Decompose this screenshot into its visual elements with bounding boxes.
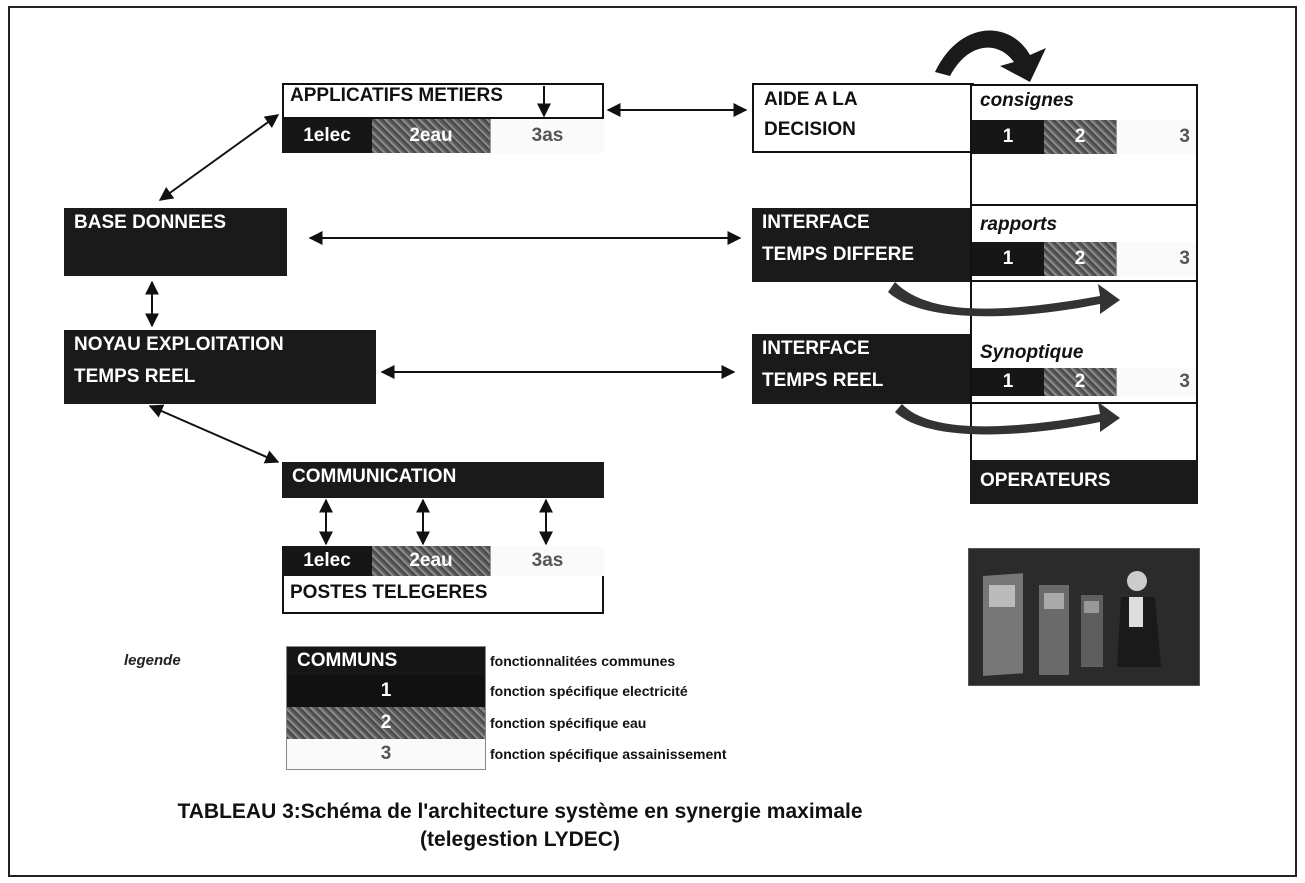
diagram-frame: [8, 6, 1297, 877]
rapports-divider: [972, 204, 1196, 206]
legend-desc-1: fonction spécifique electricité: [490, 683, 688, 699]
postes-cell-eau: 2eau: [372, 546, 490, 576]
synoptique-label: Synoptique: [980, 342, 1084, 363]
operateurs-label: OPERATEURS: [980, 470, 1111, 491]
applicatifs-cells-row: 1elec 2eau 3as: [282, 117, 604, 153]
synoptique-divider: [972, 280, 1196, 282]
interface-temps-differe-box: INTERFACE TEMPS DIFFERE: [752, 208, 974, 282]
postes-cell-as: 3as: [490, 546, 604, 576]
consignes-label: consignes: [980, 90, 1074, 111]
postes-telegeres-box: 1elec 2eau 3as POSTES TELEGERES: [282, 546, 604, 614]
interface-differe-line2: TEMPS DIFFERE: [762, 244, 915, 265]
cell-elec: 1elec: [282, 119, 372, 153]
legend-swatch-communs: COMMUNS: [287, 647, 485, 675]
aide-decision-line2: DECISION: [764, 119, 856, 140]
aide-decision-line1: AIDE A LA: [764, 89, 858, 110]
curved-arrow-top: [935, 30, 1046, 82]
legend-swatches: COMMUNS 1 2 3: [286, 646, 486, 770]
aide-decision-box: AIDE A LA DECISION: [752, 83, 974, 153]
interface-temps-reel-box: INTERFACE TEMPS REEL: [752, 334, 974, 404]
operators-photo-illustration: [969, 549, 1199, 685]
legend-desc-3: fonction spécifique assainissement: [490, 746, 727, 762]
synoptique-bottom-divider: [972, 402, 1196, 404]
base-donnees-box: BASE DONNEES: [64, 208, 287, 276]
diagram-caption-line2: (telegestion LYDEC): [420, 828, 620, 851]
consignes-cell-3: 3: [1116, 120, 1196, 154]
legend-desc-communs: fonctionnalitées communes: [490, 653, 676, 669]
interface-differe-line1: INTERFACE: [762, 212, 870, 233]
postes-telegeres-label: POSTES TELEGERES: [290, 582, 488, 603]
rapports-cell-3: 3: [1116, 242, 1196, 276]
noyau-line1: NOYAU EXPLOITATION: [74, 334, 284, 355]
curved-arrow-reel: [895, 402, 1120, 435]
cell-eau: 2eau: [372, 119, 490, 153]
consignes-row: 1 2 3: [972, 120, 1196, 154]
rapports-label: rapports: [980, 214, 1058, 235]
rapports-cell-2: 2: [1044, 242, 1116, 276]
synoptique-row: 1 2 3: [972, 368, 1196, 396]
rapports-cell-1: 1: [972, 242, 1044, 276]
legend-swatch-2: 2: [287, 707, 485, 739]
operator-panel-column: consignes 1 2 3 rapports 1 2 3 Synoptiqu…: [970, 84, 1198, 504]
noyau-exploitation-box: NOYAU EXPLOITATION TEMPS REEL: [64, 330, 376, 404]
base-donnees-label: BASE DONNEES: [74, 212, 227, 233]
curved-arrow-differe: [888, 282, 1120, 317]
communication-label: COMMUNICATION: [292, 466, 457, 487]
postes-cell-elec: 1elec: [282, 546, 372, 576]
synoptique-cell-1: 1: [972, 368, 1044, 396]
arrow-base-applicatifs: [158, 114, 280, 201]
operateurs-box: OPERATEURS: [970, 460, 1198, 504]
noyau-line2: TEMPS REEL: [74, 366, 196, 387]
consignes-cell-2: 2: [1044, 120, 1116, 154]
operators-photo: [968, 548, 1200, 686]
interface-reel-line1: INTERFACE: [762, 338, 870, 359]
communication-box: COMMUNICATION: [282, 462, 604, 498]
interface-reel-line2: TEMPS REEL: [762, 370, 884, 391]
synoptique-cell-2: 2: [1044, 368, 1116, 396]
synoptique-cell-3: 3: [1116, 368, 1196, 396]
legend-desc-2: fonction spécifique eau: [490, 715, 647, 731]
legend-swatch-1: 1: [287, 675, 485, 707]
postes-cells-row: 1elec 2eau 3as: [282, 546, 604, 576]
cell-as: 3as: [490, 119, 604, 153]
legend-title: legende: [124, 652, 181, 669]
diagram-caption-line1: TABLEAU 3:Schéma de l'architecture systè…: [177, 800, 863, 823]
applicatifs-metiers-label: APPLICATIFS METIERS: [290, 85, 503, 106]
applicatifs-metiers-box: APPLICATIFS METIERS 1elec 2eau 3as: [282, 83, 604, 153]
arrow-noyau-communication: [148, 404, 280, 464]
legend-swatch-3: 3: [287, 739, 485, 769]
consignes-cell-1: 1: [972, 120, 1044, 154]
rapports-row: 1 2 3: [972, 242, 1196, 276]
